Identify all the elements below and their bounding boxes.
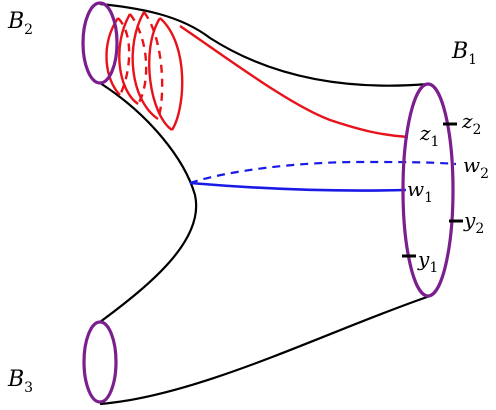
label-y2: y2: [463, 208, 484, 237]
surface-bottom-edge: [99, 294, 431, 406]
red-arc-to-z1: [179, 25, 409, 139]
red-loop-3-front: [131, 11, 159, 120]
surface-left-waist-edge: [99, 82, 198, 323]
red-loop-1-front: [105, 17, 121, 96]
boundary-b3: [82, 320, 118, 404]
red-loop-4-front: [148, 17, 173, 131]
red-loop-1-back: [117, 17, 131, 96]
surface-top-edge: [99, 2, 429, 87]
red-loop-4-back: [159, 17, 184, 131]
label-z2: z2: [461, 109, 481, 138]
boundary-b2: [81, 1, 119, 85]
label-b2: B2: [7, 9, 33, 38]
red-loop-2-front: [118, 13, 139, 105]
blue-arc-w1: [189, 181, 407, 192]
label-b3: B3: [7, 367, 33, 396]
tick-marks: [402, 122, 463, 258]
label-w1: w1: [407, 177, 433, 206]
label-y1: y1: [417, 247, 438, 276]
red-curves: [105, 11, 409, 139]
blue-arc-w2-dashed: [189, 160, 457, 185]
red-loop-3-back: [143, 11, 164, 120]
label-w2: w2: [463, 153, 489, 182]
boundary-b1: [401, 82, 455, 298]
label-z1: z1: [419, 121, 439, 150]
label-b1: B1: [451, 39, 477, 68]
